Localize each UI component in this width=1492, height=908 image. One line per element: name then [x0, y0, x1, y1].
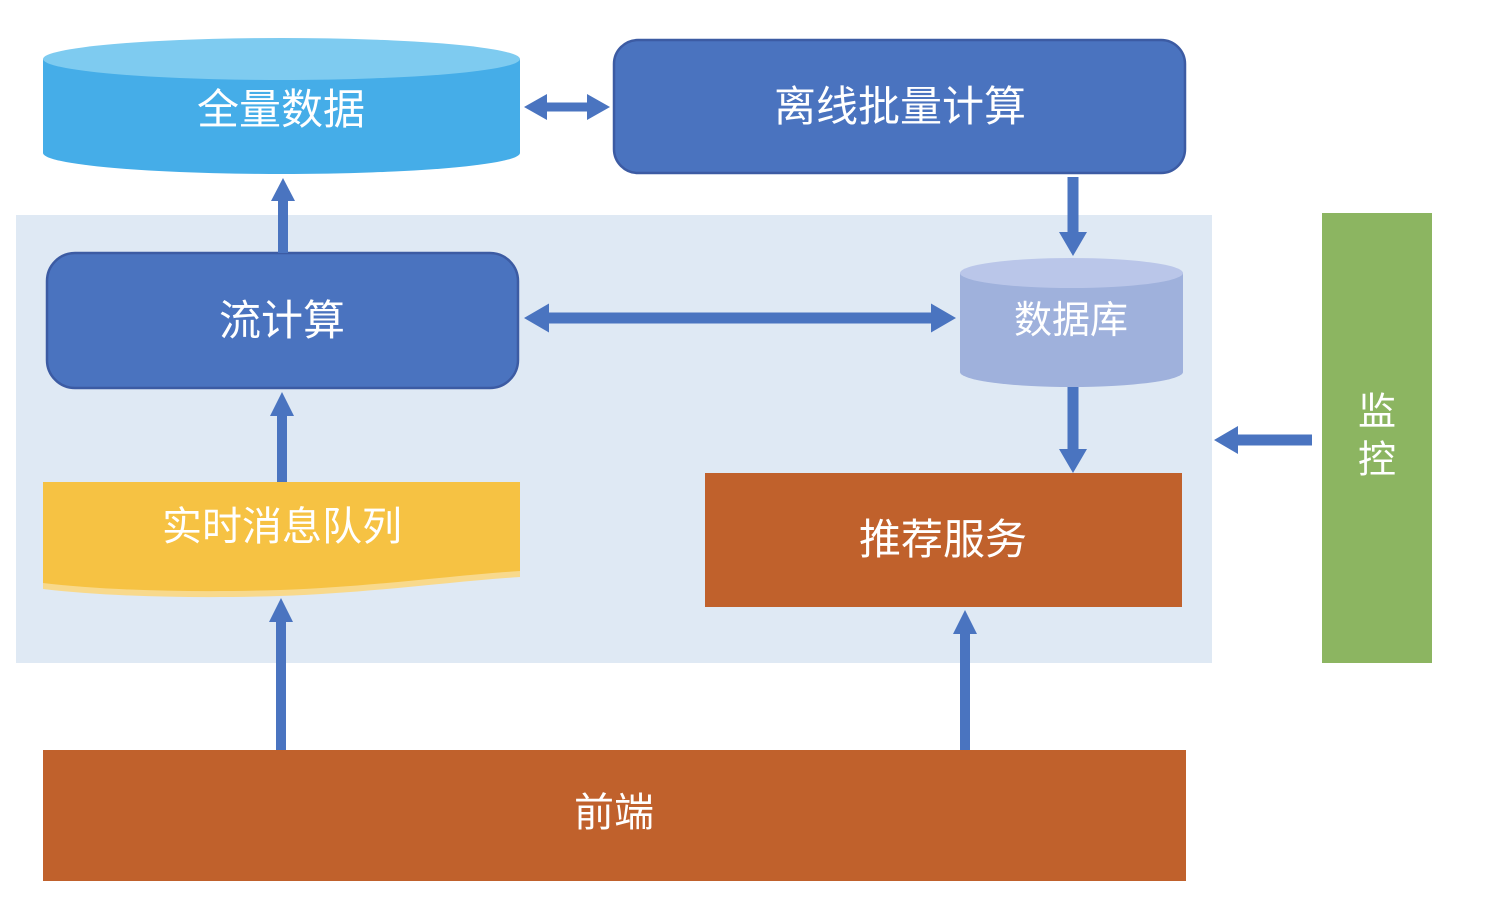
arrow-database-to-recommend [1059, 387, 1087, 473]
database-cylinder-top [960, 258, 1183, 288]
arrow-stream-database-bidirectional [524, 303, 956, 333]
node-database [960, 258, 1183, 387]
arrow-queue-to-stream [270, 392, 294, 482]
arrow-frontend-to-recommend [953, 610, 977, 750]
arrow-offline-to-database [1059, 177, 1087, 256]
recommend-service-label: 推荐服务 [858, 515, 1028, 563]
node-monitoring [1322, 213, 1432, 663]
realtime-queue-label: 实时消息队列 [162, 505, 402, 549]
full-data-label: 全量数据 [196, 85, 366, 133]
full-data-cylinder-top [43, 38, 520, 80]
arrow-stream-to-fulldata [271, 178, 295, 253]
node-offline-batch [612, 38, 1187, 175]
node-realtime-queue [43, 482, 520, 598]
node-frontend [43, 750, 1186, 881]
arrow-fulldata-offline-bidirectional [524, 94, 610, 120]
offline-batch-label: 离线批量计算 [773, 82, 1027, 130]
frontend-label: 前端 [574, 791, 654, 835]
arrow-monitoring-to-panel [1214, 426, 1312, 454]
database-label: 数据库 [1013, 300, 1129, 343]
queue-wave [43, 482, 520, 592]
stream-compute-label: 流计算 [218, 296, 346, 344]
node-full-data [43, 38, 520, 174]
arrow-frontend-to-queue [269, 598, 293, 750]
database-cylinder-body [960, 273, 1183, 372]
node-recommend-service [705, 473, 1182, 607]
monitoring-label: 监控 [1357, 391, 1396, 482]
